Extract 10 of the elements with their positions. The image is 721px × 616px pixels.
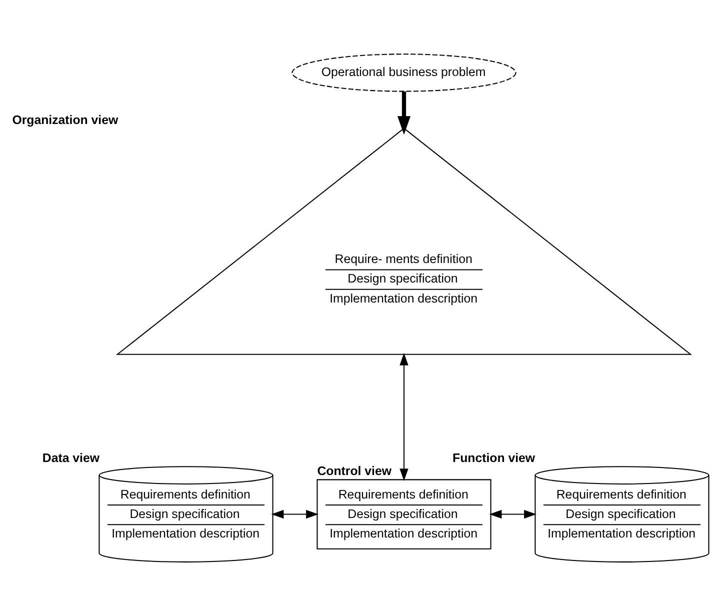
arrow: [489, 510, 536, 519]
arrow: [271, 510, 318, 519]
node-ellipse: Operational business problem: [292, 54, 516, 92]
node-label: Control view: [317, 464, 392, 478]
node-label: Data view: [42, 451, 100, 466]
arrow: [397, 92, 411, 135]
node-label: Organization view: [12, 112, 118, 127]
node-box: Requirements definition Design specification Implementation description: [316, 479, 492, 550]
arrow: [400, 352, 408, 482]
node-label: Function view: [452, 451, 536, 466]
